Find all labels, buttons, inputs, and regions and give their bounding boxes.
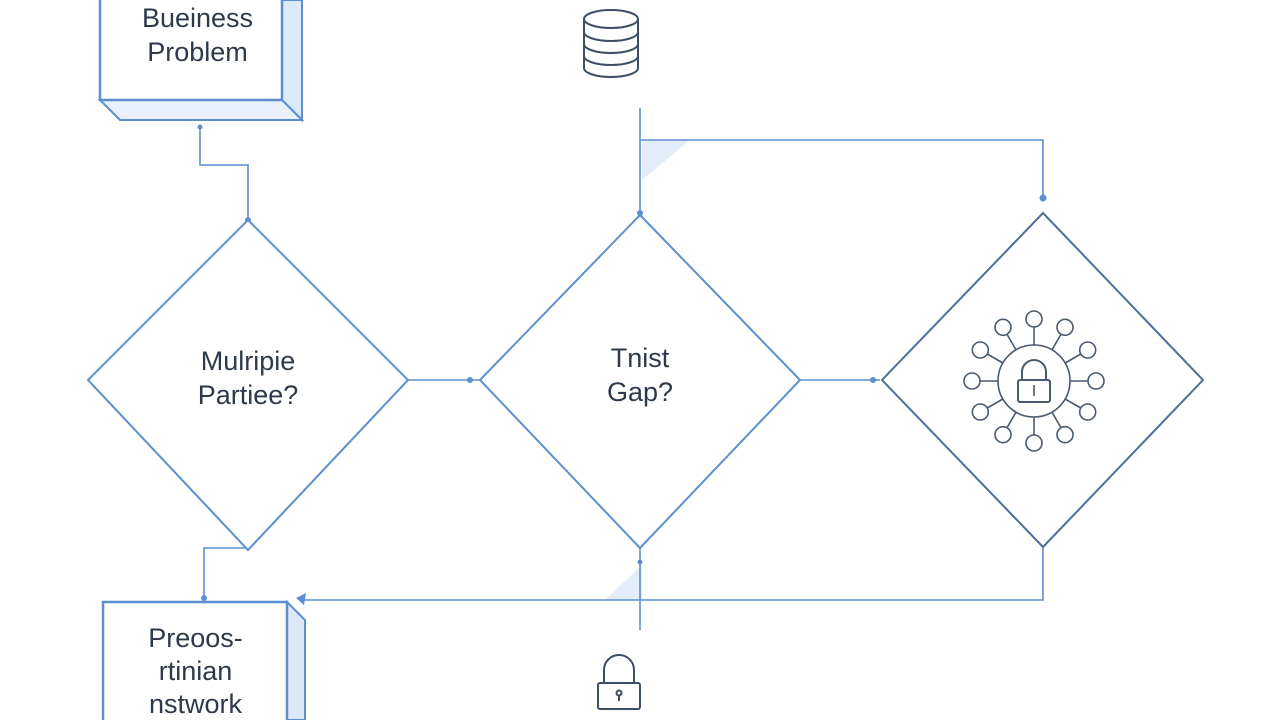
connectors: [199, 108, 1044, 630]
network-box-line: Preoos-: [148, 623, 243, 653]
business-problem-box: [97, 0, 305, 123]
trust-gap-line: Tnist: [610, 343, 670, 373]
connector-parties-to-network: [203, 547, 248, 598]
network-node: [1056, 425, 1074, 444]
network-node: [994, 318, 1012, 337]
padlock-icon: [597, 654, 641, 710]
decision-multiple-parties: [86, 218, 410, 552]
connector-parties-to-business: [199, 127, 249, 220]
network-spoke: [986, 398, 1004, 409]
trust-gap-label: Tnist Gap?: [540, 342, 740, 410]
network-box-line: rtinian: [158, 655, 233, 686]
network-node: [1025, 310, 1043, 328]
network-node: [1078, 403, 1097, 421]
multiple-parties-line: Mulripie: [200, 346, 296, 376]
network-node: [971, 341, 990, 359]
network-spoke: [986, 353, 1004, 364]
network-node: [1056, 318, 1074, 337]
network-node: [963, 372, 981, 390]
business-problem-label: Bueiness Problem: [105, 2, 290, 70]
network-spoke: [1006, 333, 1017, 351]
database-icon: [583, 9, 639, 78]
connector-top-to-lock: [640, 139, 1044, 200]
network-spoke: [1051, 333, 1062, 351]
network-node: [971, 403, 990, 421]
network-lock-icon: [963, 310, 1105, 452]
network-node: [1025, 434, 1043, 452]
network-box-line: nstwork: [148, 688, 243, 719]
multiple-parties-label: Mulripie Partiee?: [148, 345, 348, 413]
network-spoke: [1051, 411, 1062, 429]
business-problem-line: Bueiness: [141, 3, 254, 33]
network-spoke: [1006, 411, 1017, 429]
multiple-parties-line: Partiee?: [197, 379, 299, 410]
highlight-wedge: [605, 565, 642, 600]
connector-lock-to-network: [300, 548, 1044, 601]
network-spoke: [1064, 398, 1082, 409]
network-box: [101, 599, 306, 720]
business-problem-line: Problem: [147, 36, 248, 67]
decision-trust-gap: [478, 213, 802, 550]
network-node: [1078, 341, 1097, 359]
network-spoke: [1064, 353, 1082, 364]
network-node: [994, 425, 1012, 444]
highlight-wedge: [642, 140, 690, 180]
trust-gap-line: Gap?: [606, 376, 674, 407]
network-box-label: Preoos- rtinian nstwork: [108, 622, 283, 721]
network-node: [1087, 372, 1105, 390]
